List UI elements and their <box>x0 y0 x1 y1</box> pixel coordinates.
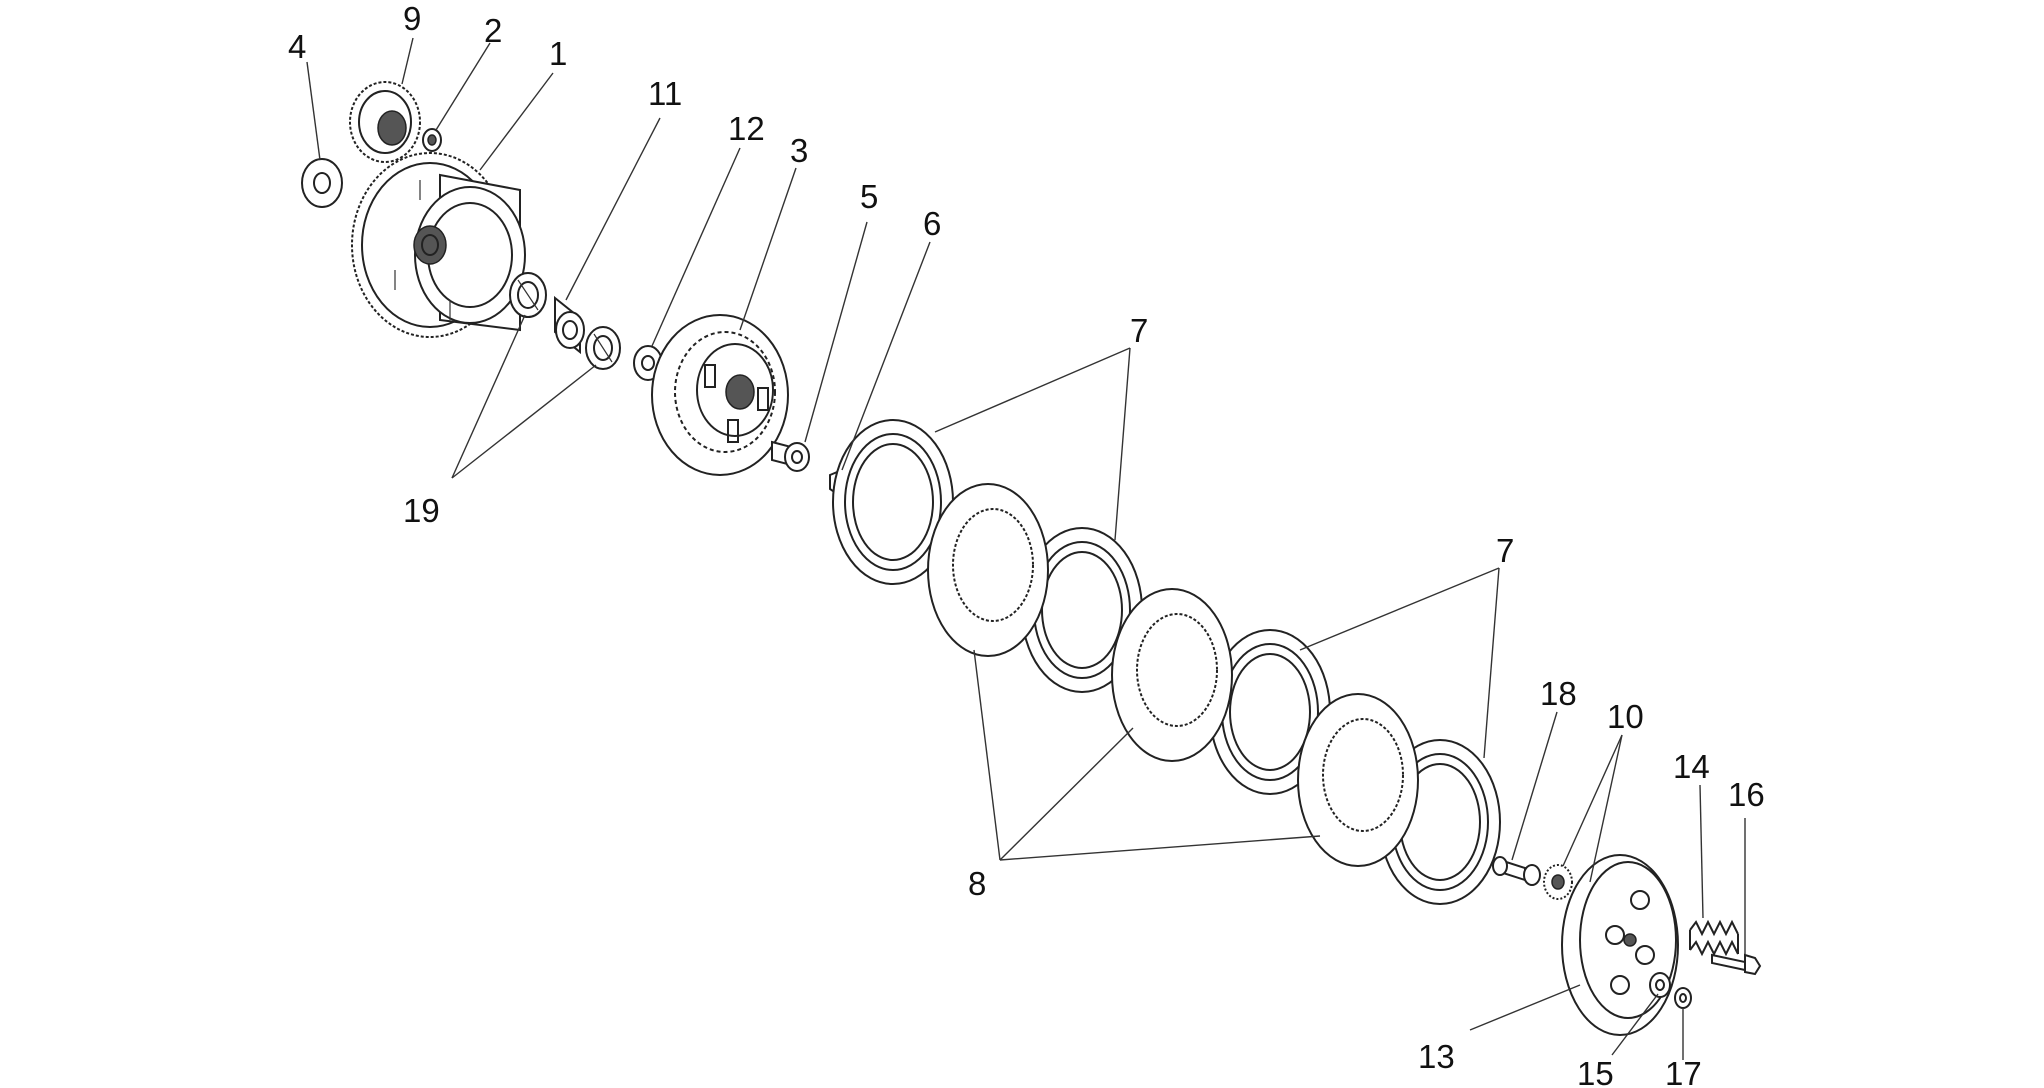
callout-labels: 4 9 2 1 11 12 3 5 6 7 19 7 18 10 14 16 8… <box>288 0 1765 1088</box>
leader-10-1 <box>1562 734 1623 867</box>
part-needle-bearing-19a <box>509 272 547 318</box>
callout-13: 13 <box>1418 1038 1455 1075</box>
leader-5 <box>804 221 868 443</box>
callout-6: 6 <box>923 205 941 242</box>
callout-19: 19 <box>403 492 440 529</box>
callout-3: 3 <box>790 132 808 169</box>
leader-7a-2 <box>1114 347 1131 541</box>
callout-16: 16 <box>1728 776 1765 813</box>
leader-8-1 <box>973 649 1001 861</box>
part-pressure-plate-13 <box>1561 854 1679 1036</box>
callout-7b: 7 <box>1496 532 1514 569</box>
leader-8-2 <box>999 727 1134 861</box>
part-friction-plate-7a <box>832 419 954 585</box>
part-bolt-16 <box>1711 953 1762 976</box>
callout-11: 11 <box>648 75 682 112</box>
leader-2 <box>435 42 491 131</box>
part-spring-14 <box>1689 919 1739 957</box>
leader-6 <box>841 241 931 471</box>
part-pushrod-18 <box>1492 856 1541 886</box>
part-steel-plate-8b <box>1111 588 1233 762</box>
callout-7a: 7 <box>1130 312 1148 349</box>
leader-7b-1 <box>1299 567 1500 651</box>
part-needle-bearing-19b <box>585 326 621 370</box>
callout-10: 10 <box>1607 698 1644 735</box>
part-bushing-2 <box>422 128 442 152</box>
callout-18: 18 <box>1540 675 1577 712</box>
callout-1: 1 <box>549 35 567 72</box>
leader-lines <box>306 37 1746 1060</box>
leader-15 <box>1611 993 1659 1056</box>
callout-9: 9 <box>403 0 421 37</box>
callout-5: 5 <box>860 178 878 215</box>
part-steel-plate-8c <box>1297 693 1419 867</box>
callout-14: 14 <box>1673 748 1710 785</box>
part-clutch-basket-1 <box>351 152 526 338</box>
leader-14 <box>1699 784 1704 919</box>
part-gear-9 <box>349 81 421 163</box>
leader-7b-2 <box>1483 567 1500 759</box>
leader-19-1 <box>451 314 526 479</box>
callout-17: 17 <box>1665 1055 1702 1088</box>
leader-19-2 <box>451 364 597 479</box>
leader-8-3 <box>999 835 1321 861</box>
leader-3 <box>739 167 797 331</box>
leader-18 <box>1511 711 1558 861</box>
leader-4 <box>306 61 321 161</box>
callout-8: 8 <box>968 865 986 902</box>
callout-15: 15 <box>1577 1055 1614 1088</box>
leader-7a-1 <box>934 347 1131 433</box>
part-sleeve-11 <box>554 295 585 355</box>
leader-10-2 <box>1589 734 1623 883</box>
callout-4: 4 <box>288 28 306 65</box>
part-washer-15 <box>1649 972 1671 998</box>
part-clutch-hub-3 <box>651 314 789 476</box>
part-spacer-5 <box>771 440 810 472</box>
part-washer-4 <box>301 158 343 208</box>
part-steel-plate-8a <box>927 483 1049 657</box>
leader-1 <box>479 72 554 171</box>
callout-12: 12 <box>728 110 765 147</box>
part-washer-17 <box>1674 987 1692 1009</box>
leader-13 <box>1469 984 1581 1031</box>
callout-2: 2 <box>484 12 502 49</box>
leader-12 <box>651 147 741 347</box>
leader-11 <box>565 117 661 301</box>
leader-9 <box>401 37 414 85</box>
